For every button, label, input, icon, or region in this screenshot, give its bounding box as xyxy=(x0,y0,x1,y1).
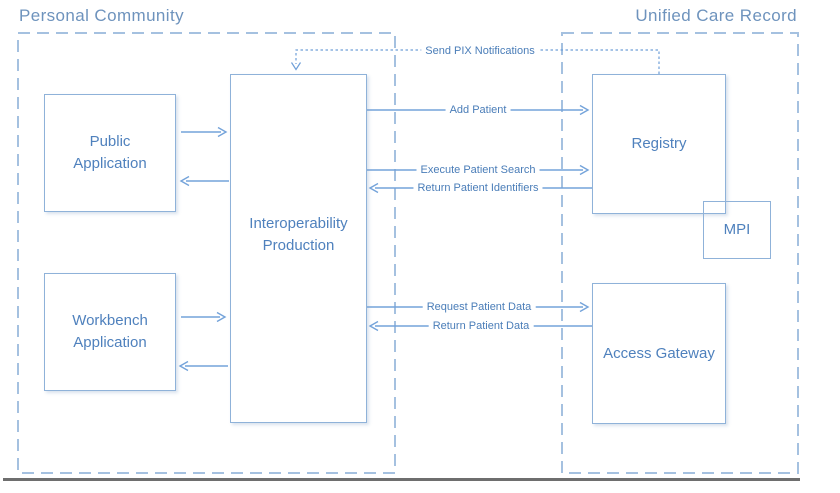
flow-label-execute-patient-search: Execute Patient Search xyxy=(416,164,540,176)
unified-care-record-title: Unified Care Record xyxy=(635,6,797,25)
node-registry: Registry xyxy=(592,74,726,214)
flow-label-request-patient-data: Request Patient Data xyxy=(422,301,536,313)
node-interoperability-production: Interoperability Production xyxy=(230,74,367,423)
flow-label-add-patient: Add Patient xyxy=(445,104,511,116)
node-access-gateway: Access Gateway xyxy=(592,283,726,424)
pix-notifications-arrowhead xyxy=(290,62,302,71)
flow-label-return-patient-data: Return Patient Data xyxy=(428,320,534,332)
diagram-bottom-shadow xyxy=(3,478,800,481)
personal-community-title: Personal Community xyxy=(19,6,184,25)
arrow-interop-to-public xyxy=(179,175,229,187)
flow-label-send-pix-notifications: Send PIX Notifications xyxy=(421,45,539,57)
node-workbench-application: Workbench Application xyxy=(44,273,176,391)
node-mpi: MPI xyxy=(703,201,771,259)
arrow-workbench-to-interop xyxy=(181,311,227,323)
node-public-application: Public Application xyxy=(44,94,176,212)
arrow-interop-to-workbench xyxy=(178,360,228,372)
arrow-public-to-interop xyxy=(181,126,228,138)
flow-label-return-patient-identifiers: Return Patient Identifiers xyxy=(413,182,543,194)
